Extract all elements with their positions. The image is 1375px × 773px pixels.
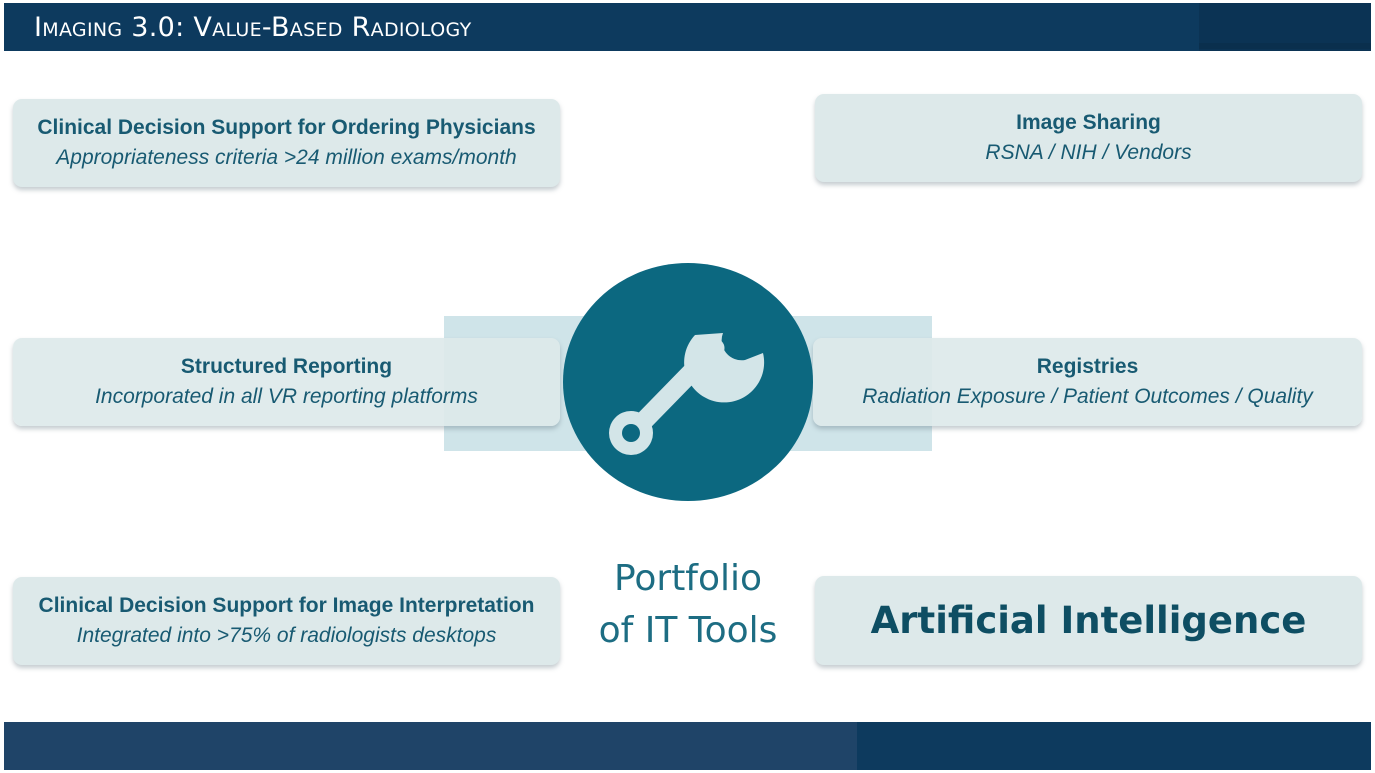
card-subtitle: Integrated into >75% of radiologists des… xyxy=(76,624,497,647)
header-bar: Imaging 3.0: Value-Based Radiology xyxy=(4,3,1371,51)
footer-left-segment xyxy=(4,722,857,770)
card-registries: Registries Radiation Exposure / Patient … xyxy=(813,338,1362,426)
card-title: Image Sharing xyxy=(1016,111,1161,134)
center-hub-circle xyxy=(563,263,813,501)
footer-bar xyxy=(4,722,1371,770)
card-image-sharing: Image Sharing RSNA / NIH / Vendors xyxy=(815,94,1362,182)
header-accent-line xyxy=(1199,43,1371,49)
card-structured-reporting: Structured Reporting Incorporated in all… xyxy=(13,338,560,426)
card-cds-ordering: Clinical Decision Support for Ordering P… xyxy=(13,99,560,187)
card-subtitle: RSNA / NIH / Vendors xyxy=(985,141,1192,164)
card-cds-interpretation: Clinical Decision Support for Image Inte… xyxy=(13,577,560,665)
card-artificial-intelligence: Artificial Intelligence xyxy=(815,576,1362,665)
center-label-line2: of IT Tools xyxy=(598,610,778,651)
card-title: Artificial Intelligence xyxy=(870,599,1307,642)
page-title: Imaging 3.0: Value-Based Radiology xyxy=(34,12,472,43)
card-title: Clinical Decision Support for Image Inte… xyxy=(38,594,535,617)
card-title: Registries xyxy=(1036,355,1139,378)
card-subtitle: Radiation Exposure / Patient Outcomes / … xyxy=(862,385,1313,408)
card-subtitle: Appropriateness criteria >24 million exa… xyxy=(56,146,517,169)
wrench-icon xyxy=(609,333,765,455)
card-title: Structured Reporting xyxy=(180,355,393,378)
center-label: Portfolio of IT Tools xyxy=(560,553,816,657)
card-subtitle: Incorporated in all VR reporting platfor… xyxy=(95,385,478,408)
card-title: Clinical Decision Support for Ordering P… xyxy=(37,116,536,139)
center-label-line1: Portfolio xyxy=(613,558,763,599)
